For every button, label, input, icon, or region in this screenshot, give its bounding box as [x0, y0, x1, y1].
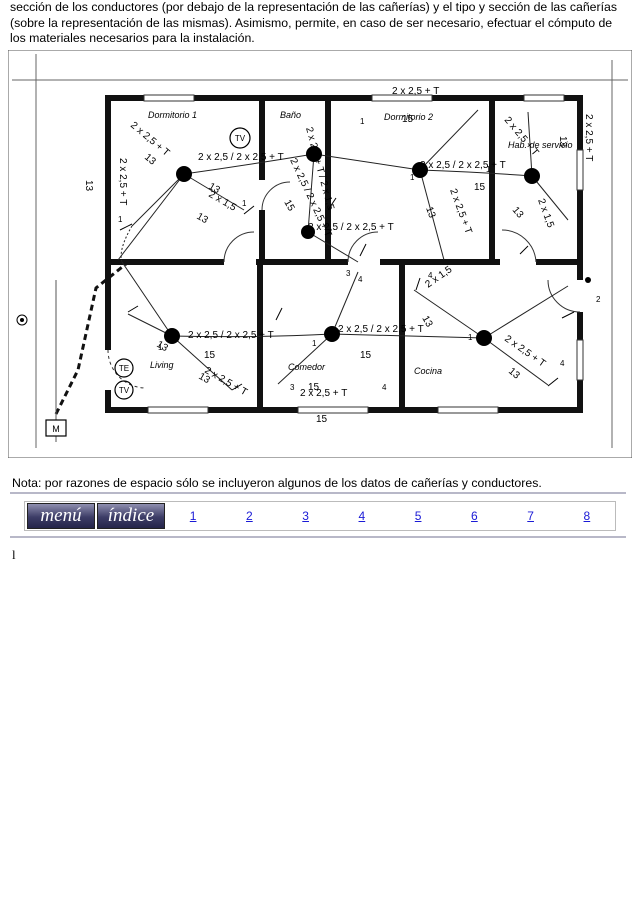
tv-outlet-living-symbol: TV	[119, 386, 130, 395]
ceiling-outlet-comedor	[324, 326, 340, 342]
plan-annotation: 1	[158, 343, 163, 352]
plan-annotation: 13	[83, 180, 94, 192]
room-cocina: Cocina	[414, 366, 442, 376]
plan-annotation: 15	[308, 382, 320, 393]
plan-annotation: 1	[242, 199, 247, 208]
ceiling-outlet-bano	[306, 146, 322, 162]
ceiling-outlet-living	[164, 328, 180, 344]
meter-label: M	[52, 424, 60, 434]
plan-annotation: 2 x 2,5 + T	[300, 388, 347, 399]
room-bano: Baño	[280, 110, 301, 120]
navigation-bar: menú índice 1 2 3 4 5 6 7 8	[10, 492, 626, 538]
index-button[interactable]: índice	[97, 503, 165, 529]
page-link-2[interactable]: 2	[246, 509, 253, 523]
footnote: Nota: por razones de espacio sólo se inc…	[12, 476, 542, 490]
plan-annotation: 15	[360, 350, 372, 361]
plan-annotation: 2 x 2,5 / 2 x 2,5 + T	[338, 324, 424, 335]
plan-annotation: 13	[419, 314, 434, 330]
ceiling-outlet-servicio	[524, 168, 540, 184]
plan-annotation: 4	[428, 271, 433, 280]
room-dormitorio-1: Dormitorio 1	[148, 110, 197, 120]
room-comedor: Comedor	[288, 362, 326, 372]
plan-annotation: 1	[410, 173, 415, 182]
intro-paragraph: sección de los conductores (por debajo d…	[10, 0, 617, 45]
page-link-1[interactable]: 1	[189, 509, 197, 523]
plan-annotation: 2 x 2,5 / 2 x 2,5 + T	[188, 330, 274, 341]
plan-annotation: 15	[402, 114, 414, 125]
page-link-3[interactable]: 3	[302, 509, 309, 523]
ceiling-outlet-pasillo	[301, 225, 315, 239]
plan-annotation: 2 x 2,5 / 2 x 2,5 + T	[308, 222, 394, 233]
plan-annotation: 2	[596, 295, 601, 304]
plan-annotation: 2 x 2,5 + T	[117, 158, 128, 205]
plan-annotation: 3	[290, 383, 295, 392]
nav-bottom-rule	[10, 536, 626, 538]
plan-annotation: 2 x 2,5 / 2 x 2,5 + T	[198, 152, 284, 163]
ceiling-outlet-dormitorio-2	[412, 162, 428, 178]
plan-annotation: 13	[195, 211, 211, 226]
page-marker: l	[12, 547, 16, 562]
te-outlet-symbol: TE	[119, 364, 129, 373]
nav-table: menú índice 1 2 3 4 5 6 7 8	[24, 501, 616, 531]
ceiling-outlet-dormitorio-1	[176, 166, 192, 182]
page-link-5[interactable]: 5	[414, 509, 422, 523]
plan-annotation: 13	[557, 136, 568, 148]
page-link-7[interactable]: 7	[527, 509, 534, 523]
plan-annotation: 1	[118, 215, 123, 224]
room-dormitorio-2: Dormitorio 2	[384, 112, 433, 122]
plan-annotation: 2 x 2,5 / 2 x 2,5 + T	[420, 160, 506, 171]
plan-annotation: 1	[486, 165, 491, 174]
plan-annotation: 4	[382, 383, 387, 392]
tv-outlet-symbol: TV	[235, 134, 246, 143]
plan-annotation: 3	[346, 269, 351, 278]
plan-annotation: 1	[468, 333, 473, 342]
plan-annotation: 2 x 2,5 + T	[392, 86, 439, 97]
plan-annotation: 15	[204, 350, 216, 361]
plan-annotation: 4	[358, 275, 363, 284]
menu-button[interactable]: menú	[27, 503, 95, 529]
nav-top-rule	[10, 492, 626, 494]
plan-annotation: 1	[312, 339, 317, 348]
plan-annotation: 13	[197, 371, 213, 386]
plan-annotation: 15	[281, 198, 296, 214]
plan-annotation: 2 x 2,5 + T	[583, 114, 594, 161]
page-link-4[interactable]: 4	[358, 509, 366, 523]
page-link-6[interactable]: 6	[471, 509, 478, 523]
page-link-8[interactable]: 8	[583, 509, 591, 523]
plan-annotation: 4	[560, 359, 565, 368]
plan-annotation: 1	[360, 117, 365, 126]
meter-box	[45, 419, 67, 437]
plan-annotation: 15	[316, 414, 328, 425]
plan-annotation: 13	[155, 339, 171, 354]
plan-annotation: 13	[423, 205, 437, 220]
ceiling-outlet-cocina	[476, 330, 492, 346]
plan-annotation: 13	[207, 181, 223, 196]
room-living: Living	[150, 360, 174, 370]
electrical-floor-plan: Dormitorio 1 Baño Dormitorio 2 Hab. de s…	[8, 50, 632, 458]
room-hab-servicio: Hab. de servicio	[508, 140, 573, 150]
plan-annotation: 15	[474, 182, 486, 193]
